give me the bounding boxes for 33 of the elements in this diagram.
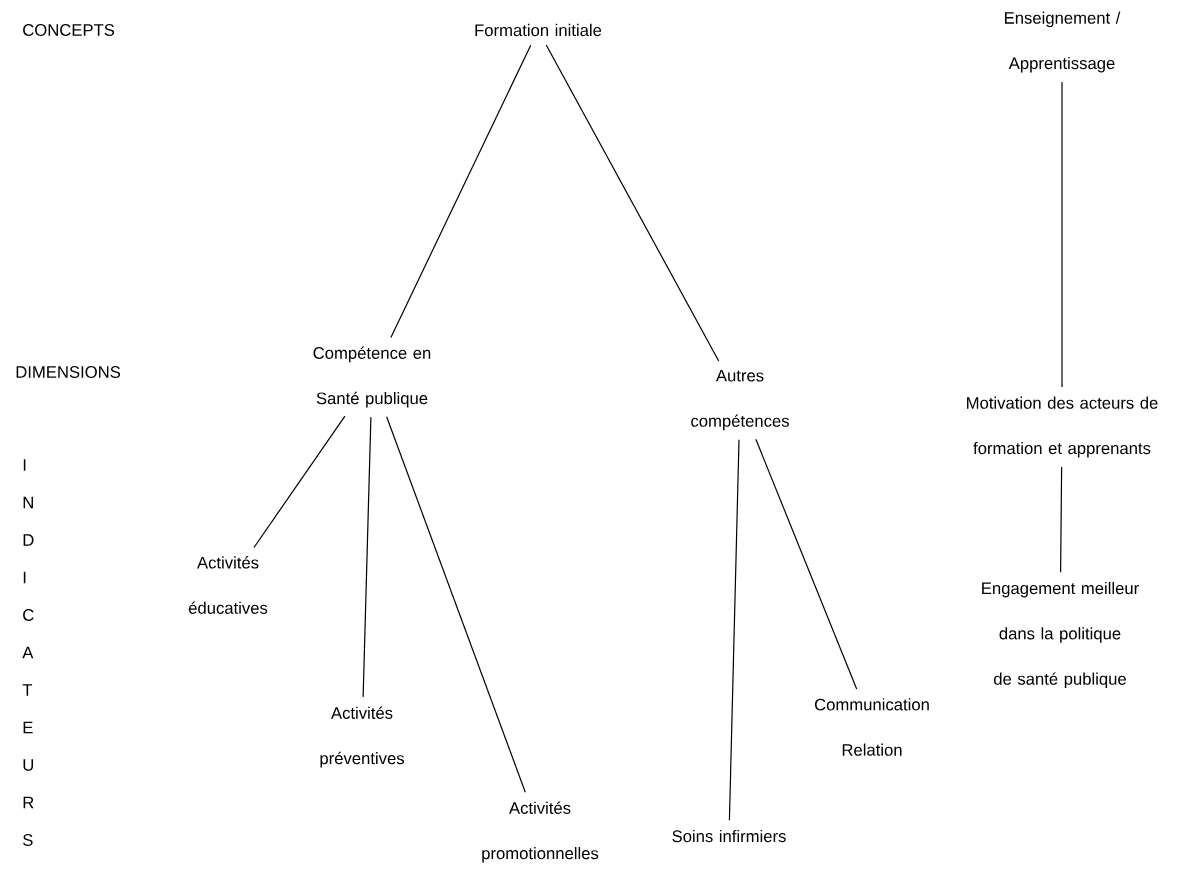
heading-text: N (23, 496, 33, 509)
heading-text: A (22, 646, 34, 659)
concept-text: Soins infirmiers (672, 829, 786, 843)
concept-text: Formation initiale (475, 23, 602, 37)
connector-line (755, 438, 858, 690)
concept-text: Activités éducatives (188, 556, 268, 614)
connector-line (1060, 466, 1063, 573)
concept-text: Engagement meilleur dans la politique de santé publique (982, 581, 1139, 689)
concept-text: Communication Relation (814, 698, 929, 756)
heading-text: T (22, 684, 33, 696)
heading-text: I (23, 459, 26, 471)
heading-text: E (23, 721, 33, 734)
concept-text: Compétence en Santé publique (313, 346, 431, 408)
connector-line (728, 439, 740, 821)
concept-text: Activités promotionnelles (482, 801, 599, 863)
heading-text: DIMENSIONS (16, 366, 121, 378)
concept-text: Motivation des acteurs de formation et apprenants (967, 396, 1158, 458)
heading-text: CONCEPTS (23, 24, 115, 36)
heading-text: D (23, 534, 34, 546)
heading-text: U (23, 759, 33, 771)
concept-text: Autres compétences (691, 369, 789, 431)
heading-text: I (23, 571, 26, 584)
concept-text: Activités préventives (320, 706, 404, 768)
connector-line (362, 416, 372, 698)
connector-line (1061, 81, 1063, 388)
connector-line (545, 44, 720, 362)
heading-text: R (23, 796, 34, 809)
connector-line (386, 416, 526, 793)
connector-line (390, 44, 532, 338)
heading-text: S (23, 834, 33, 846)
concept-text: Enseignement / Apprentissage (1005, 11, 1121, 73)
connector-line (253, 415, 346, 549)
heading-text: C (23, 609, 34, 621)
